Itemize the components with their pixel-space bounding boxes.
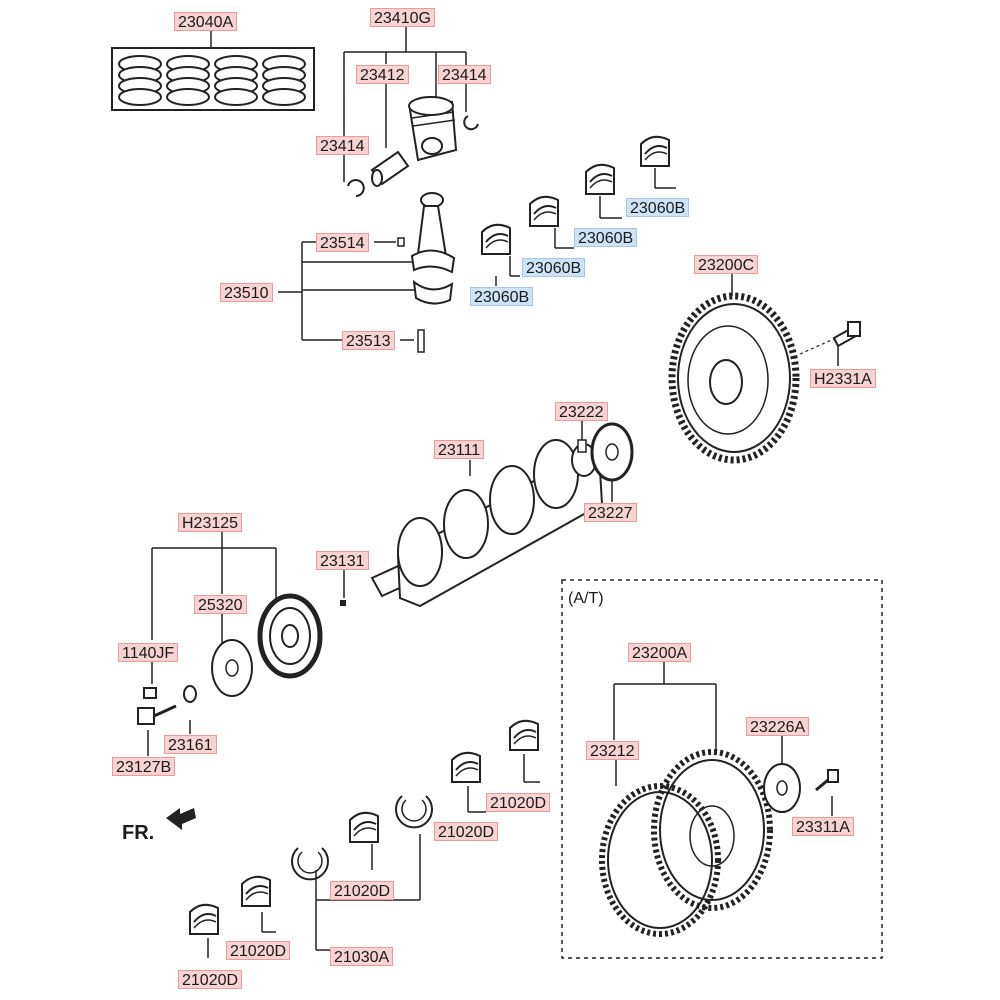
- front-label: FR.: [122, 822, 155, 844]
- callout-21020D-5[interactable]: 21020D: [178, 970, 243, 989]
- crankshaft: [370, 439, 604, 608]
- callout-23226A[interactable]: 23226A: [746, 717, 810, 736]
- main-bearing-4: [241, 875, 271, 907]
- callout-23200C[interactable]: 23200C: [694, 255, 759, 274]
- piston-ring-box: [111, 47, 315, 111]
- front-arrow-icon: [166, 808, 196, 830]
- callout-1140JF[interactable]: 1140JF: [118, 643, 179, 662]
- callout-23414-left[interactable]: 23414: [316, 136, 369, 155]
- piston-pin: [370, 150, 410, 187]
- at-option-box: [561, 579, 883, 959]
- callout-25320[interactable]: 25320: [194, 595, 247, 614]
- callout-23410G[interactable]: 23410G: [370, 8, 435, 27]
- callout-23311A[interactable]: 23311A: [792, 817, 854, 836]
- callout-23222[interactable]: 23222: [555, 402, 608, 421]
- callout-23412[interactable]: 23412: [356, 65, 409, 84]
- callout-23212[interactable]: 23212: [586, 741, 639, 760]
- callout-21020D-4[interactable]: 21020D: [226, 941, 291, 960]
- crank-reluctor-plate: [590, 422, 634, 482]
- callout-23513[interactable]: 23513: [342, 331, 395, 350]
- bearing-shell-1: [481, 223, 511, 255]
- callout-21020D-2[interactable]: 21020D: [434, 822, 499, 841]
- main-bearing-2: [451, 751, 481, 783]
- main-bearing-5: [189, 903, 219, 935]
- callout-23060B-4[interactable]: 23060B: [470, 287, 534, 306]
- thrust-washer-2: [291, 847, 329, 881]
- callout-23111[interactable]: 23111: [434, 440, 485, 459]
- crank-key: [340, 600, 346, 606]
- crank-pin-dowel: [577, 439, 587, 453]
- bearing-shell-4: [640, 135, 670, 167]
- callout-23414-right[interactable]: 23414: [438, 65, 491, 84]
- callout-23060B-3[interactable]: 23060B: [522, 258, 586, 277]
- callout-23200A[interactable]: 23200A: [628, 643, 692, 662]
- flywheel: [668, 292, 800, 464]
- adapter-plate: [763, 763, 801, 813]
- callout-23127B[interactable]: 23127B: [112, 757, 176, 776]
- bearing-shell-2: [529, 195, 559, 227]
- callout-23060B-2[interactable]: 23060B: [574, 228, 638, 247]
- main-bearing-1: [509, 719, 539, 751]
- snap-ring-left: [347, 179, 365, 197]
- callout-H2331A[interactable]: H2331A: [810, 369, 876, 388]
- callout-23131[interactable]: 23131: [316, 551, 369, 570]
- bearing-shell-3: [585, 163, 615, 195]
- callout-23161[interactable]: 23161: [164, 735, 217, 754]
- callout-21020D-1[interactable]: 21020D: [486, 793, 551, 812]
- pulley-washer: [183, 685, 197, 703]
- callout-23227[interactable]: 23227: [584, 503, 637, 522]
- callout-21020D-3[interactable]: 21020D: [330, 881, 395, 900]
- drive-plate-bolt: [815, 769, 839, 792]
- flywheel-bolt: [799, 321, 861, 355]
- callout-23510[interactable]: 23510: [220, 283, 273, 302]
- connecting-rod: [397, 192, 456, 353]
- snap-ring-right: [463, 115, 479, 131]
- callout-21030A[interactable]: 21030A: [330, 947, 394, 966]
- piston: [408, 96, 458, 162]
- callout-23060B-1[interactable]: 23060B: [626, 198, 690, 217]
- damper-pulley: [257, 593, 323, 679]
- ring-gear: [599, 783, 721, 937]
- at-note: (A/T): [568, 590, 604, 607]
- callout-23040A[interactable]: 23040A: [174, 12, 238, 31]
- pulley-bolts: [137, 687, 177, 725]
- callout-23514[interactable]: 23514: [316, 233, 369, 252]
- callout-H23125[interactable]: H23125: [178, 513, 243, 532]
- pulley-hub: [211, 639, 253, 697]
- main-bearing-3: [349, 811, 379, 843]
- thrust-washer-1: [395, 795, 433, 829]
